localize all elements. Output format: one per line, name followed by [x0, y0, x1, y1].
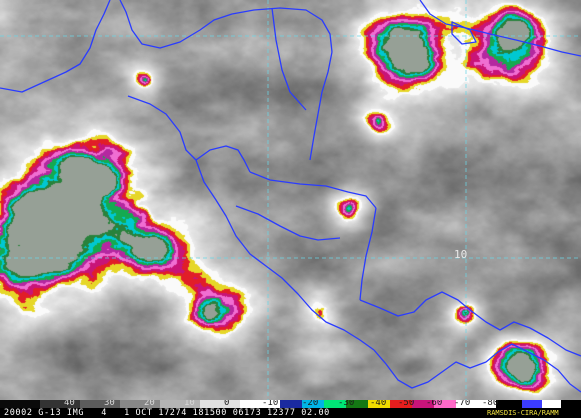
- colorbar-tick-label: 40: [64, 400, 75, 408]
- colorbar-segment: [200, 400, 240, 408]
- colorbar-segment: [0, 400, 40, 408]
- lat-lon-grid: [0, 0, 581, 400]
- image-info-bar: 40 30 20 10 0 -10 -20 -30 -40 -50 -60 -70 -80 20002 …: [0, 400, 581, 418]
- coastlines-and-borders: [0, 0, 581, 393]
- temperature-colorbar: [0, 400, 581, 408]
- colorbar-tick-label: -50: [398, 400, 415, 408]
- colorbar-tick-label: -30: [338, 400, 355, 408]
- mexico-coastline: [0, 0, 111, 93]
- colorbar-tick-label: 30: [104, 400, 115, 408]
- colorbar-segment: [496, 400, 522, 408]
- costa-rica-panama-coast: [359, 291, 581, 357]
- image-credit: RAMSDIS-CIRA/RAMM: [487, 409, 559, 417]
- colorbar-tick-label: -70: [454, 400, 471, 408]
- colorbar-segment: [120, 400, 160, 408]
- colorbar-segment: [412, 400, 434, 408]
- colorbar-tick-label: -60: [426, 400, 443, 408]
- island-coast-northeast: [419, 0, 581, 57]
- colorbar-segment: [456, 400, 496, 408]
- colorbar-segment: [160, 400, 200, 408]
- colorbar-tick-label: -10: [262, 400, 279, 408]
- honduras-north-coast: [249, 171, 377, 209]
- colorbar-segment: [324, 400, 346, 408]
- guatemala-mexico-border: [127, 95, 197, 161]
- colorbar-tick-label: 10: [184, 400, 195, 408]
- colorbar-tick-label: -80: [482, 400, 499, 408]
- colorbar-segment: [368, 400, 390, 408]
- gulf-coast: [119, 0, 333, 53]
- image-caption: 20002 G-13 IMG 4 1 OCT 17274 181500 0617…: [4, 408, 330, 418]
- gridline-label: 10: [454, 248, 468, 261]
- colorbar-tick-label: -40: [370, 400, 387, 408]
- colorbar-tick-label: -20: [302, 400, 319, 408]
- colorbar-segment: [522, 400, 542, 408]
- infrared-satellite-map: [0, 0, 581, 400]
- panama-pacific-coast: [373, 343, 513, 389]
- map-overlay: [0, 0, 581, 400]
- colorbar-tick-label: 0: [224, 400, 230, 408]
- guatemala-border-north: [195, 145, 251, 173]
- colorbar-segment: [280, 400, 302, 408]
- colorbar-segment: [390, 400, 412, 408]
- yucatan-east-coast: [309, 51, 333, 161]
- colorbar-segment: [346, 400, 368, 408]
- colorbar-segment: [434, 400, 456, 408]
- colorbar-segment: [40, 400, 80, 408]
- pacific-coast-central: [195, 159, 375, 351]
- nicaragua-caribbean-coast: [359, 207, 377, 301]
- island-small: [451, 21, 477, 45]
- honduras-nicaragua-border: [235, 205, 341, 241]
- belize-border: [271, 7, 307, 111]
- colorbar-segment: [302, 400, 324, 408]
- colorbar-segment: [80, 400, 120, 408]
- colorbar-segment: [542, 400, 561, 408]
- colorbar-tick-label: 20: [144, 400, 155, 408]
- colorbar-segment: [240, 400, 280, 408]
- colombia-coast: [511, 343, 581, 393]
